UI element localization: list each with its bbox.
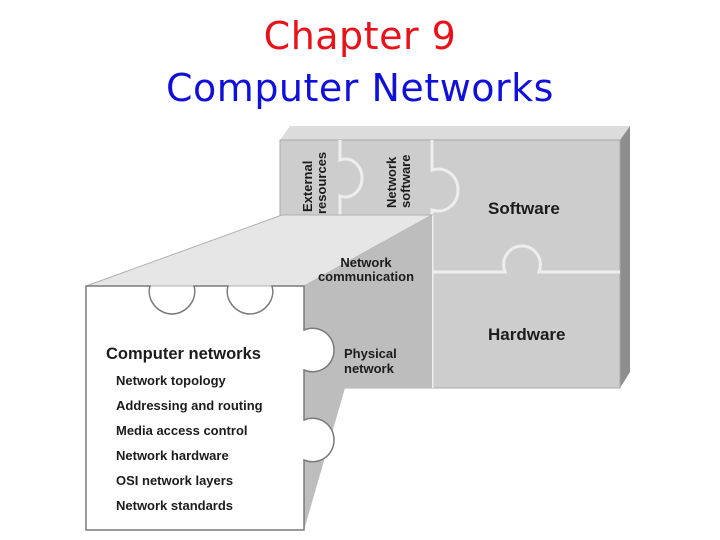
front-puzzle-piece bbox=[85, 285, 335, 531]
software-label: Software bbox=[488, 199, 560, 218]
perspective-panel-side bbox=[304, 215, 432, 530]
hardware-label: Hardware bbox=[488, 325, 565, 344]
network-communication-label-1: Network bbox=[340, 255, 392, 270]
column-seam bbox=[430, 140, 460, 388]
item-media-access-control: Media access control bbox=[116, 423, 248, 438]
physical-network-label-1: Physical bbox=[344, 346, 397, 361]
network-software-label-2: software bbox=[398, 155, 413, 208]
computer-networks-heading: Computer networks bbox=[106, 345, 261, 363]
external-resources-label-1: External bbox=[300, 161, 315, 212]
box-top-face bbox=[280, 126, 630, 140]
item-network-topology: Network topology bbox=[116, 373, 227, 388]
chapter-title: Chapter 9 bbox=[263, 14, 457, 58]
network-software-label-1: Network bbox=[384, 156, 399, 208]
item-network-standards: Network standards bbox=[116, 498, 233, 513]
external-resources-label-2: resources bbox=[314, 152, 329, 214]
item-addressing-routing: Addressing and routing bbox=[116, 398, 263, 413]
software-hardware-seam bbox=[432, 244, 620, 274]
small-column-seam bbox=[338, 140, 364, 215]
chapter-subtitle: Computer Networks bbox=[166, 66, 554, 110]
network-communication-label-2: communication bbox=[318, 269, 414, 284]
box-side-face bbox=[620, 126, 630, 388]
item-osi-layers: OSI network layers bbox=[116, 473, 233, 488]
item-network-hardware: Network hardware bbox=[116, 448, 229, 463]
physical-network-label-2: network bbox=[344, 361, 395, 376]
